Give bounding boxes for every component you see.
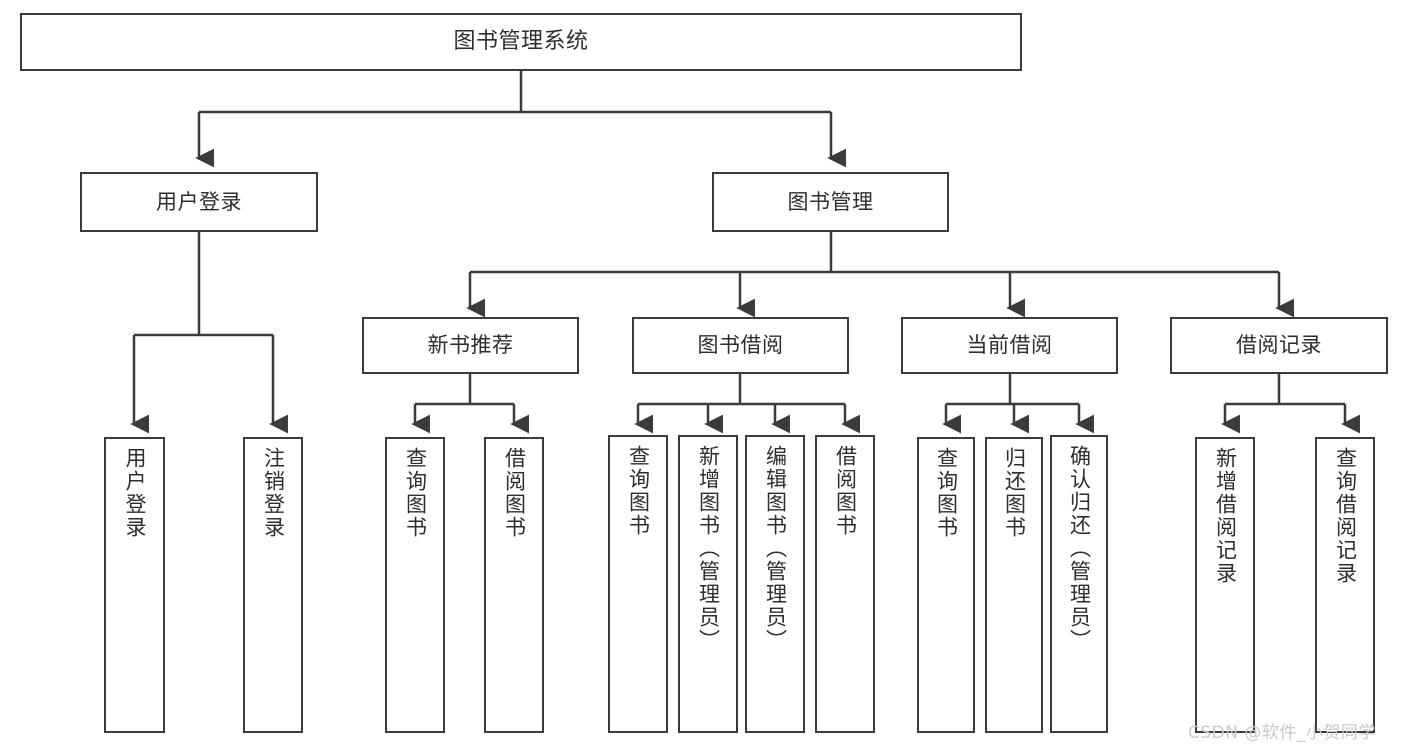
leaf-current-query-book[interactable]: 查询图书 (917, 437, 975, 733)
csdn-watermark: CSDN @软件_小贺同学 (1188, 723, 1376, 743)
node-label: 用户登录 (123, 447, 147, 539)
leaf-new-book-borrow[interactable]: 借阅图书 (484, 437, 544, 733)
node-label: 编辑图书（管理员） (763, 445, 788, 652)
leaf-current-confirm-return[interactable]: 确认归还（管理员） (1050, 435, 1108, 733)
node-label: 查询图书 (934, 447, 959, 539)
node-label: 注销登录 (261, 447, 286, 539)
leaf-borrow-add-book[interactable]: 新增图书（管理员） (678, 435, 738, 733)
leaf-borrow-query-book[interactable]: 查询图书 (608, 435, 668, 733)
leaf-current-return-book[interactable]: 归还图书 (985, 437, 1043, 733)
node-label: 归还图书 (1002, 447, 1027, 539)
node-label: 用户登录 (156, 189, 242, 214)
leaf-borrow-borrow-book[interactable]: 借阅图书 (815, 435, 875, 733)
node-label: 图书管理系统 (453, 29, 589, 55)
node-label: 图书管理 (787, 189, 874, 214)
leaf-user-login-logout[interactable]: 注销登录 (243, 437, 303, 733)
node-label: 新书推荐 (427, 333, 514, 358)
node-label: 查询图书 (626, 445, 651, 537)
node-label: 新增图书（管理员） (696, 445, 721, 652)
node-label: 借阅图书 (502, 447, 527, 539)
leaf-borrow-edit-book[interactable]: 编辑图书（管理员） (745, 435, 805, 733)
node-label: 查询借阅记录 (1333, 447, 1358, 585)
node-current-borrow[interactable]: 当前借阅 (901, 317, 1118, 374)
leaf-record-add-record[interactable]: 新增借阅记录 (1195, 437, 1255, 733)
node-book-management[interactable]: 图书管理 (712, 172, 949, 232)
node-label: 图书借阅 (697, 333, 784, 358)
node-new-book-recommend[interactable]: 新书推荐 (362, 317, 579, 374)
node-label: 确认归还（管理员） (1067, 445, 1092, 652)
leaf-record-query-record[interactable]: 查询借阅记录 (1315, 437, 1375, 733)
node-book-borrow[interactable]: 图书借阅 (632, 317, 849, 374)
node-label: 查询图书 (403, 447, 428, 539)
node-label: 当前借阅 (966, 333, 1053, 358)
node-user-login[interactable]: 用户登录 (80, 172, 318, 232)
node-borrow-record[interactable]: 借阅记录 (1170, 317, 1388, 374)
leaf-user-login-login[interactable]: 用户登录 (104, 437, 165, 733)
node-label: 借阅图书 (833, 445, 858, 537)
node-label: 新增借阅记录 (1213, 447, 1238, 585)
node-root-book-management-system[interactable]: 图书管理系统 (20, 13, 1022, 71)
leaf-new-book-query[interactable]: 查询图书 (385, 437, 445, 733)
node-label: 借阅记录 (1236, 333, 1322, 358)
